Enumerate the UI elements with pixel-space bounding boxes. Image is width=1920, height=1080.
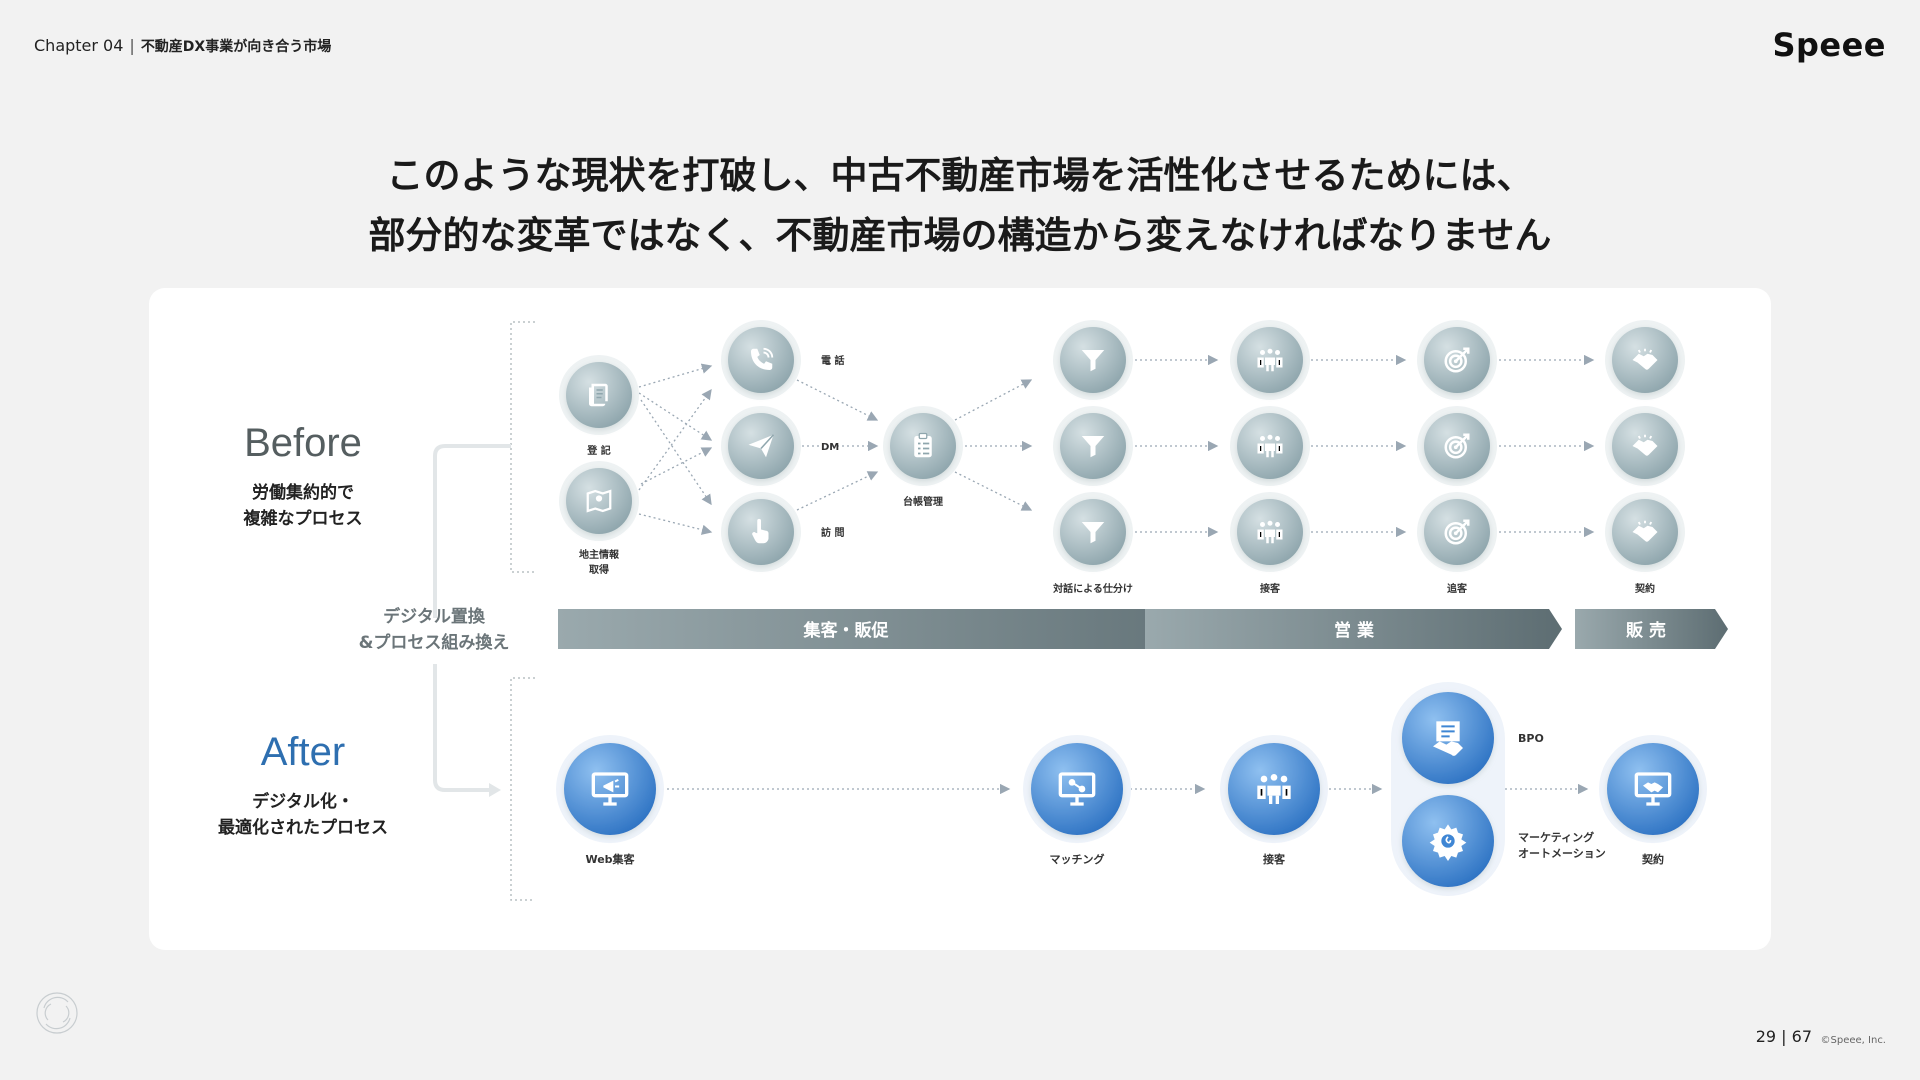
- chapter-label: Chapter 04: [34, 36, 124, 55]
- node-owner-info: [559, 461, 639, 541]
- node-visit: [721, 492, 801, 572]
- copyright: ©Speee, Inc.: [1820, 1035, 1886, 1046]
- ledger-label: 台帳管理: [903, 495, 943, 508]
- followup-label: 追客: [1447, 582, 1468, 595]
- after-title: After: [261, 730, 345, 774]
- swirl-logo-icon: [36, 992, 78, 1034]
- reception-label: 接客: [1260, 582, 1281, 595]
- visit-label: 訪 問: [821, 526, 844, 539]
- dm-label: DM: [821, 442, 839, 453]
- node-ledger: [883, 406, 963, 486]
- registry-label: 登 記: [586, 444, 610, 457]
- after-ma-label-1: マーケティング: [1518, 830, 1594, 844]
- transition-line-2: &プロセス組み換え: [359, 632, 510, 653]
- after-connector: [433, 664, 491, 792]
- before-desc-2: 複雑なプロセス: [243, 508, 363, 529]
- total-pages: 67: [1791, 1027, 1812, 1046]
- node-sorting-3: [1053, 492, 1133, 572]
- current-page: 29: [1755, 1027, 1777, 1046]
- section-title: 不動産DX事業が向き合う市場: [140, 39, 332, 55]
- node-followup-3: [1417, 492, 1497, 572]
- before-bracket: [510, 321, 535, 573]
- after-contract-label: 契約: [1641, 852, 1664, 866]
- phase-bar-sales: 営 業: [1145, 609, 1562, 649]
- node-sorting-2: [1053, 406, 1133, 486]
- before-connector: [433, 444, 511, 618]
- before-arrows: [638, 354, 1595, 538]
- after-node-contract: [1599, 735, 1707, 843]
- before-desc-1: 労働集約的で: [252, 482, 354, 503]
- transition-line-1: デジタル置換: [383, 606, 486, 627]
- node-registry: [559, 355, 639, 435]
- node-followup-1: [1417, 320, 1497, 400]
- after-node-matching: [1023, 735, 1131, 843]
- after-ma-label-2: オートメーション: [1518, 847, 1606, 860]
- sorting-label: 対話による仕分け: [1052, 582, 1133, 595]
- owner-info-label-1: 地主情報: [579, 548, 620, 561]
- contract-label: 契約: [1635, 582, 1655, 595]
- after-reception-label: 接客: [1263, 852, 1286, 866]
- phase-bar-closing: 販 売: [1575, 609, 1728, 649]
- page-number: 29 | 67: [1756, 1027, 1812, 1046]
- before-title: Before: [244, 421, 362, 465]
- process-diagram: Before 労働集約的で 複雑なプロセス デジタル置換 &プロセス組み換え A…: [218, 320, 1728, 901]
- page-headline: このような現状を打破し、中古不動産市場を活性化させるためには、 部分的な変革では…: [0, 146, 1920, 266]
- after-connector-arrowhead: [489, 783, 501, 797]
- after-bpo-label: BPO: [1518, 732, 1544, 745]
- after-desc-1: デジタル化・: [252, 791, 354, 812]
- chapter-separator: |: [129, 36, 135, 55]
- page-separator: |: [1781, 1027, 1787, 1046]
- node-contract-2: [1605, 406, 1685, 486]
- brand-logo: Speee: [1772, 26, 1886, 64]
- node-phone: [721, 320, 801, 400]
- node-contract-3: [1605, 492, 1685, 572]
- node-reception-1: [1230, 320, 1310, 400]
- after-bracket: [510, 677, 535, 901]
- phase-label-closing: 販 売: [1626, 620, 1666, 641]
- headline-line-2: 部分的な変革ではなく、不動産市場の構造から変えなければなりません: [368, 214, 1552, 257]
- headline-line-1: このような現状を打破し、中古不動産市場を活性化させるためには、: [386, 154, 1534, 197]
- after-desc-2: 最適化されたプロセス: [218, 817, 388, 838]
- phase-bar-marketing: 集客・販促: [558, 609, 1284, 649]
- phase-label-sales: 営 業: [1334, 620, 1374, 641]
- phone-label: 電 話: [821, 354, 844, 367]
- after-node-reception: [1220, 735, 1328, 843]
- node-reception-2: [1230, 406, 1310, 486]
- node-followup-2: [1417, 406, 1497, 486]
- after-node-bpo: [1402, 692, 1494, 784]
- after-web-label: Web集客: [585, 852, 635, 866]
- diagram-card: Before 労働集約的で 複雑なプロセス デジタル置換 &プロセス組み換え A…: [149, 288, 1771, 950]
- clipboard-icon: [913, 432, 933, 459]
- after-node-ma: [1402, 795, 1494, 887]
- owner-info-label-2: 取得: [589, 563, 609, 576]
- node-reception-3: [1230, 492, 1310, 572]
- chapter-header: Chapter 04 | 不動産DX事業が向き合う市場: [34, 36, 331, 56]
- node-contract-1: [1605, 320, 1685, 400]
- node-dm: [721, 406, 801, 486]
- phase-label-marketing: 集客・販促: [803, 620, 889, 641]
- after-matching-label: マッチング: [1050, 852, 1105, 866]
- node-sorting-1: [1053, 320, 1133, 400]
- after-node-web: [556, 735, 664, 843]
